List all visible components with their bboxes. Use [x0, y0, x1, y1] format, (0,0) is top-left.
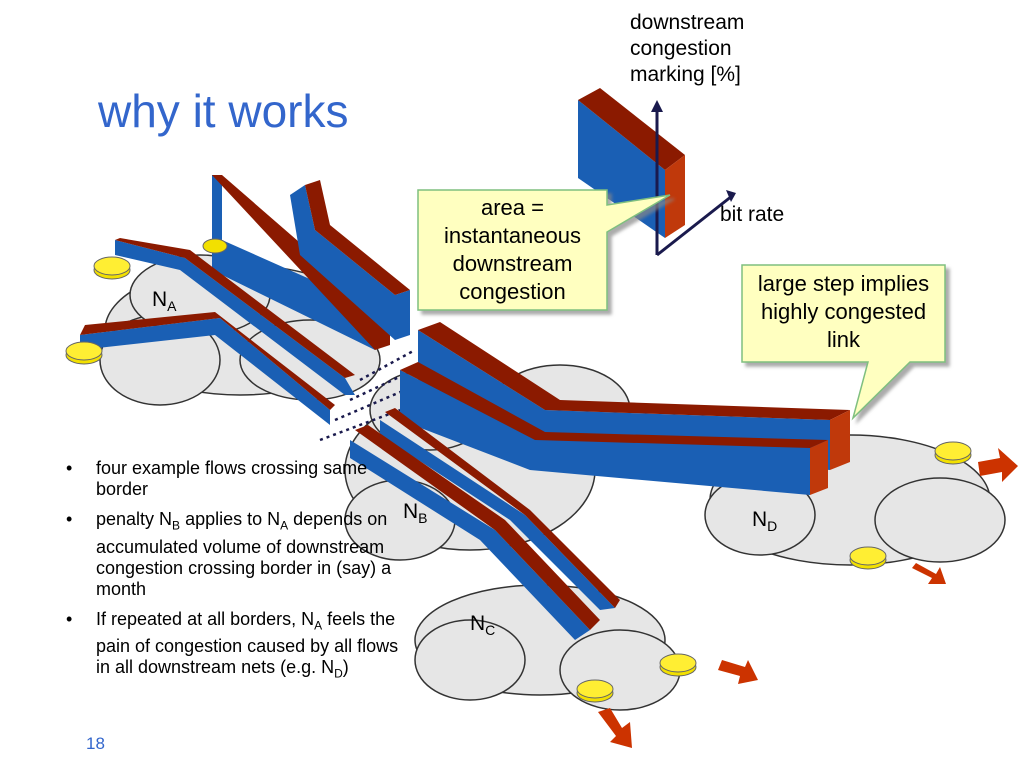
y-axis-label: downstream congestion marking [%]: [630, 10, 744, 88]
callout-step: large step implies highly congested link: [742, 270, 945, 354]
page-number: 18: [86, 734, 105, 753]
bullet-marker: •: [66, 458, 73, 478]
router-icon: [934, 441, 972, 465]
callout-line: area =: [481, 195, 544, 220]
network-label-text: N: [403, 500, 419, 523]
network-label-sub: A: [167, 298, 177, 315]
bullet-sub: A: [314, 618, 323, 633]
arrow-icon: [718, 660, 758, 684]
callout-line: congestion: [459, 279, 566, 304]
bullet-text: applies to N: [180, 509, 281, 529]
network-label-nb: NB: [403, 500, 428, 526]
router-icon: [93, 256, 131, 280]
callout-line: highly congested: [760, 299, 927, 324]
bullet-list: • four example flows crossing same borde…: [60, 458, 400, 694]
network-label-sub: C: [485, 622, 496, 639]
bullet-text: depends on accumulated volume of downstr…: [96, 509, 392, 599]
arrow-icon: [912, 563, 946, 584]
x-axis-label: bit rate: [720, 203, 785, 226]
callout-area: area = instantaneous downstream congesti…: [418, 194, 607, 306]
callout-step-shape: [741, 264, 946, 421]
callout-line: link: [826, 327, 860, 352]
exit-arrows: [598, 448, 1018, 748]
callout-line: downstream: [452, 251, 573, 276]
bullet-item: • four example flows crossing same borde…: [60, 458, 400, 500]
border-dotted-lines: [319, 348, 416, 442]
arrow-icon: [598, 708, 632, 748]
network-label-sub: B: [418, 510, 428, 527]
callout-area-shape: [417, 189, 671, 311]
y-axis-label-line: downstream: [630, 11, 745, 34]
network-label-nc: NC: [470, 612, 495, 638]
y-axis-label-line: marking [%]: [630, 63, 741, 86]
network-label-text: N: [152, 288, 168, 311]
bullet-item: • penalty NB applies to NA depends on ac…: [60, 509, 400, 600]
bullet-text: If repeated at all borders, N: [96, 608, 315, 629]
network-label-sub: D: [767, 518, 778, 535]
router-icon: [202, 238, 228, 254]
bullet-sub: D: [334, 666, 343, 681]
bullet-marker: •: [66, 608, 73, 629]
network-label-text: N: [752, 508, 768, 531]
network-label-na: NA: [152, 288, 177, 314]
network-label-text: N: [470, 612, 486, 635]
router-icon: [65, 341, 103, 365]
bullet-text: four example flows crossing same border: [96, 458, 368, 499]
callout-line: instantaneous: [444, 223, 581, 248]
callout-line: large step implies: [757, 271, 930, 296]
bullet-item: • If repeated at all borders, NA feels t…: [60, 609, 400, 685]
router-icon: [659, 653, 697, 677]
flow-ribbons: [80, 175, 850, 640]
arrow-icon: [978, 448, 1018, 482]
router-icon: [576, 679, 614, 703]
cloud-nc: [414, 584, 681, 711]
bullet-marker: •: [66, 509, 73, 529]
slide-title: why it works: [98, 85, 349, 137]
router-icons: [65, 238, 972, 703]
router-icon: [849, 546, 887, 570]
network-label-nd: ND: [752, 508, 777, 534]
y-axis-label-line: congestion: [630, 37, 732, 60]
bullet-text: penalty N: [96, 509, 173, 529]
bullet-sub: B: [172, 518, 181, 533]
bullet-text: feels the pain of congestion caused by a…: [96, 608, 399, 678]
bullet-sub: A: [280, 518, 289, 533]
bullet-text: ): [342, 657, 349, 678]
